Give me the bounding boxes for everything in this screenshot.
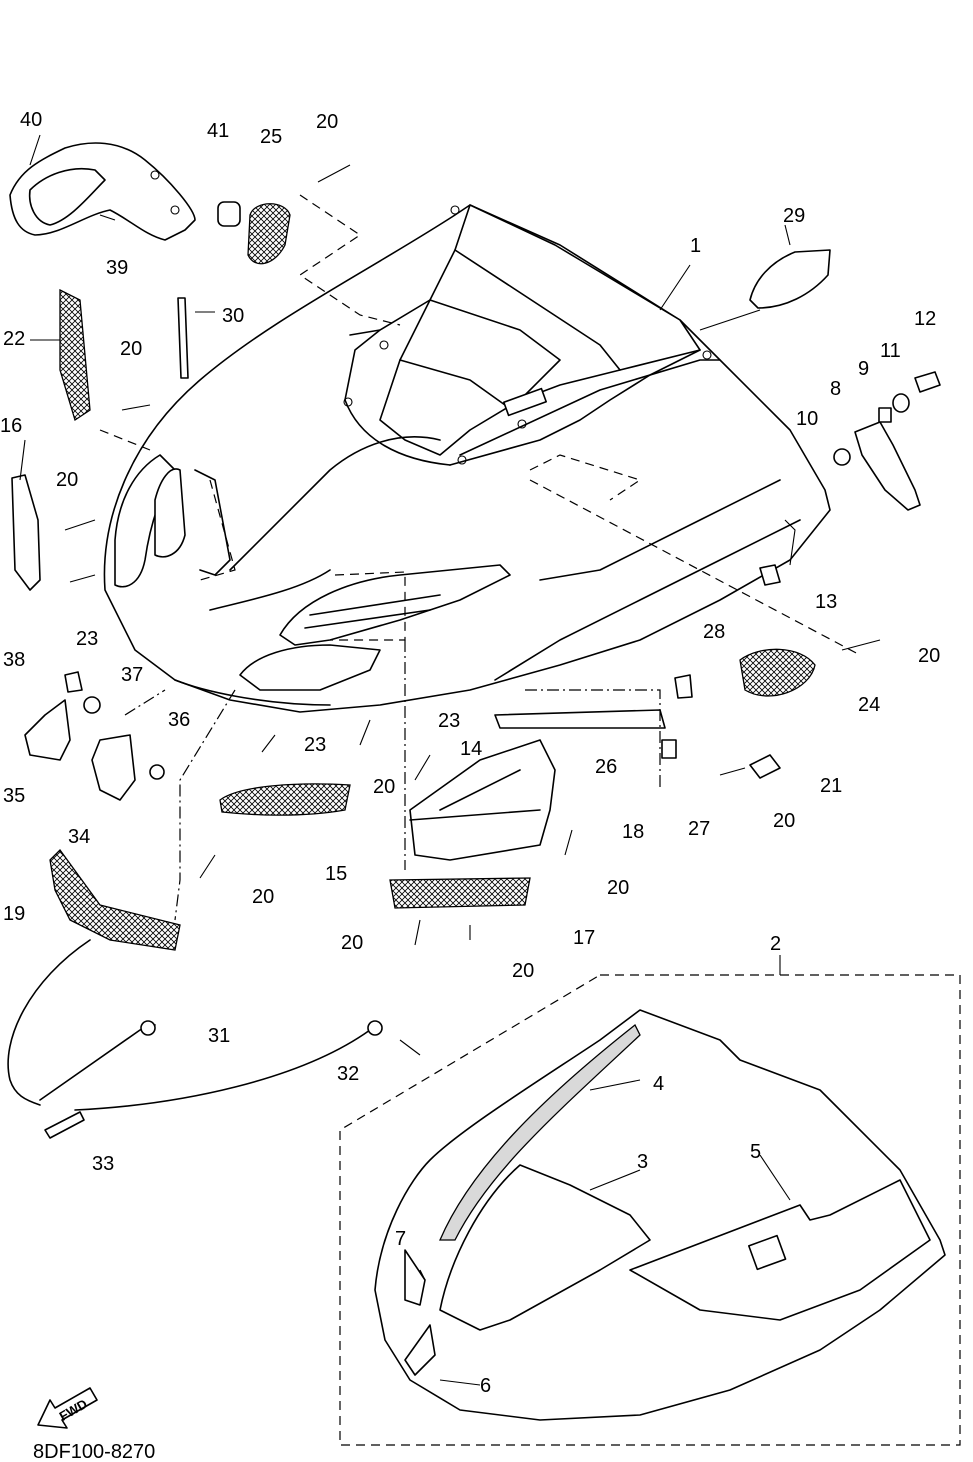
hood-part-1 [103, 204, 831, 713]
callout-20-b: 20 [120, 338, 142, 360]
part-37-washer [83, 696, 101, 714]
callout-28: 28 [703, 621, 725, 643]
part-28-screw [674, 674, 693, 699]
drawing-code: 8DF100-8270 [33, 1441, 155, 1462]
callout-23-a: 23 [76, 628, 98, 650]
callout-1: 1 [690, 235, 701, 257]
callout-15: 15 [325, 863, 347, 885]
callout-11: 11 [880, 340, 901, 362]
callout-29: 29 [783, 205, 805, 227]
callout-14: 14 [460, 738, 482, 760]
callout-23-c: 23 [438, 710, 460, 732]
callout-35: 35 [3, 785, 25, 807]
belly-pan-assembly [374, 1009, 946, 1421]
callout-32: 32 [337, 1063, 359, 1085]
callout-20-c: 20 [56, 469, 78, 491]
callout-27: 27 [688, 818, 710, 840]
callout-30: 30 [222, 305, 244, 327]
part-16-bracket [11, 474, 41, 591]
part-10-nut [833, 448, 851, 466]
callout-38: 38 [3, 649, 25, 671]
part-11-washer [892, 393, 910, 413]
callout-3: 3 [637, 1151, 648, 1173]
part-33-spring [44, 1111, 85, 1139]
callout-41: 41 [207, 120, 229, 142]
callout-34: 34 [68, 826, 90, 848]
callout-20-d: 20 [918, 645, 940, 667]
part-24-mesh [739, 648, 816, 697]
part-9-collar [878, 407, 892, 423]
callout-37: 37 [121, 664, 143, 686]
callout-18: 18 [622, 821, 644, 843]
callout-20-a: 20 [316, 111, 338, 133]
part-14-duct [409, 739, 556, 861]
part-25-mesh-cover [247, 203, 291, 265]
callout-12: 12 [914, 308, 936, 330]
callout-24: 24 [858, 694, 880, 716]
callout-23-b: 23 [304, 734, 326, 756]
callout-4: 4 [653, 1073, 664, 1095]
callout-20-j: 20 [512, 960, 534, 982]
part-13-nut [759, 564, 781, 586]
callout-8: 8 [830, 378, 841, 400]
callout-20-f: 20 [773, 810, 795, 832]
callout-17: 17 [573, 927, 595, 949]
callout-36: 36 [168, 709, 190, 731]
part-29-decal [749, 249, 831, 309]
part-26-strip [494, 709, 666, 729]
part-17-mesh-plate [389, 877, 531, 909]
part-27-nut [661, 739, 677, 759]
callout-20-h: 20 [252, 886, 274, 908]
part-12-bolt [914, 371, 941, 393]
callout-7: 7 [395, 1228, 406, 1250]
callout-9: 9 [858, 358, 869, 380]
callout-13: 13 [815, 591, 837, 613]
callout-31: 31 [208, 1025, 230, 1047]
assembly-2-boundary [339, 974, 961, 1446]
callout-5: 5 [750, 1141, 761, 1163]
part-21-clip [749, 754, 781, 779]
callout-10: 10 [796, 408, 818, 430]
part-35-bracket [24, 699, 71, 761]
callout-22: 22 [3, 328, 25, 350]
callout-21: 21 [820, 775, 842, 797]
part-31-cable [7, 939, 91, 1106]
leader-lines [19, 134, 796, 1386]
callout-33: 33 [92, 1153, 114, 1175]
callout-25: 25 [260, 126, 282, 148]
callout-20-e: 20 [373, 776, 395, 798]
part-38-bolt [64, 671, 83, 693]
callout-6: 6 [480, 1375, 491, 1397]
callout-20-i: 20 [341, 932, 363, 954]
part-34-bracket [91, 734, 136, 801]
part-40-39-duct [9, 142, 196, 241]
callout-40: 40 [20, 109, 42, 131]
part-15-mesh-panel [219, 783, 351, 816]
callout-26: 26 [595, 756, 617, 778]
callout-19: 19 [3, 903, 25, 925]
part-36-nut [149, 764, 165, 780]
fwd-arrow-icon: FWD [37, 1387, 98, 1429]
callout-16: 16 [0, 415, 22, 437]
part-8-bracket [854, 421, 921, 511]
part-32-clip [367, 1020, 383, 1036]
callout-20-g: 20 [607, 877, 629, 899]
part-19-grille [49, 849, 181, 951]
callout-2: 2 [770, 933, 781, 955]
part-41-grommet [217, 201, 241, 227]
rivet-icons [64, 164, 881, 1056]
callout-39: 39 [106, 257, 128, 279]
part-30-strap [177, 297, 189, 379]
part-22-mesh [59, 288, 91, 422]
